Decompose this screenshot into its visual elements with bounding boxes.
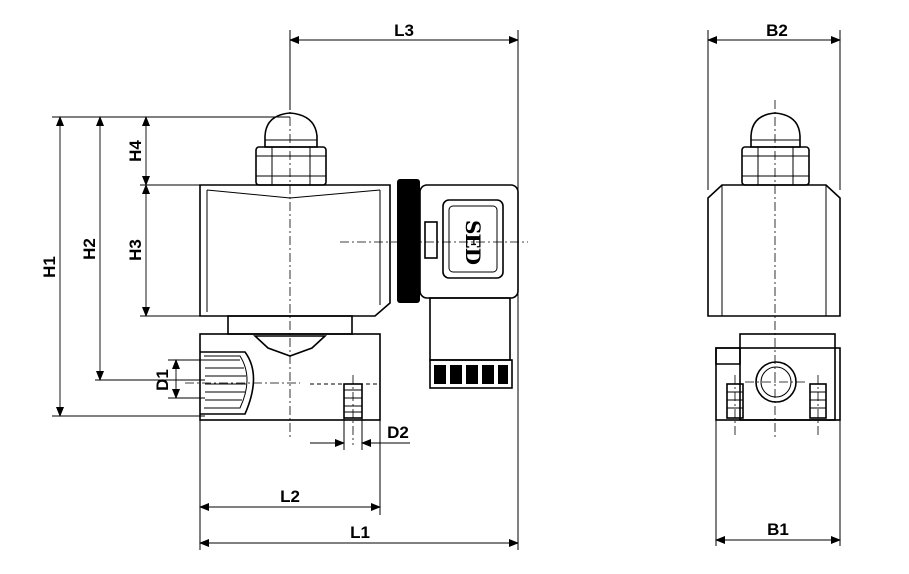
- din-connector: SED: [397, 179, 519, 389]
- coil-body: [199, 184, 391, 317]
- front-view: SED L3 L1: [40, 21, 528, 550]
- dim-h3-label: H3: [126, 239, 145, 261]
- dim-l3-label: L3: [394, 21, 414, 40]
- side-coil-body: [707, 184, 841, 317]
- dim-h1-label: H1: [40, 256, 59, 278]
- dim-b1-label: B1: [767, 520, 789, 539]
- dim-b2-label: B2: [766, 21, 788, 40]
- dim-h2-label: H2: [80, 238, 99, 260]
- side-cap-nut: [741, 112, 810, 186]
- side-valve-body: [715, 333, 841, 421]
- cap-nut: [255, 112, 327, 186]
- dim-d1-label: D1: [153, 369, 172, 391]
- dim-d2-label: D2: [387, 423, 409, 442]
- dim-l1-label: L1: [350, 523, 370, 542]
- dim-l2-label: L2: [280, 487, 300, 506]
- side-view: B2 B1: [707, 21, 841, 546]
- dim-h4-label: H4: [126, 140, 145, 162]
